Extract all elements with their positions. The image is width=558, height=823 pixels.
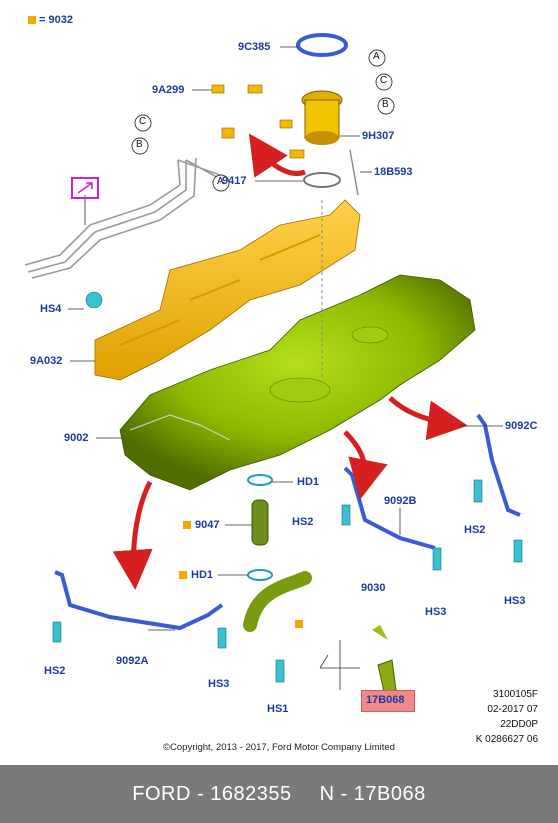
footer-part: N - 17B068: [319, 782, 426, 805]
callout-9092a: 9092A: [116, 655, 149, 667]
callout-hs2-left: HS2: [44, 665, 66, 677]
callout-hs3-left: HS3: [208, 678, 230, 690]
callout-hd1-swatch: [179, 571, 187, 579]
ref-letter-b-left: B: [136, 139, 143, 150]
doc-code-1: 3100105F: [492, 689, 538, 700]
callout-18b593: 18B593: [374, 166, 413, 178]
callout-9417: 9417: [222, 175, 247, 187]
callout-9002: 9002: [64, 432, 89, 444]
heat-shield: [94, 199, 361, 381]
parts-diagram: A C B C B A = 9032 9C385 9A299 9H307 941…: [24, 14, 538, 753]
callout-9047-swatch: [183, 521, 191, 529]
callout-hs3-mid: HS3: [425, 606, 447, 618]
fuel-sender: [211, 84, 305, 159]
fuel-lines: [24, 157, 223, 279]
callout-hs2-mid: HS2: [292, 516, 314, 528]
callout-9092b: 9092B: [384, 495, 417, 507]
callout-hd1-bottom: HD1: [191, 569, 214, 581]
fuel-pump-module: [296, 33, 348, 380]
fuel-tank: [119, 274, 476, 491]
doc-code-3: 22DD0P: [500, 719, 538, 730]
ref-letter-b: B: [382, 99, 389, 110]
doc-code-2: 02-2017 07: [487, 704, 538, 715]
ref-letter-a: A: [373, 51, 380, 62]
ref-letter-c: C: [380, 75, 388, 86]
diagram-drawing: [24, 33, 523, 693]
filler-swatch: [295, 620, 303, 628]
footer-brand: FORD - 1682355: [132, 782, 292, 805]
callout-9030: 9030: [361, 582, 386, 594]
reference-circles: [131, 49, 395, 192]
callout-9a299: 9A299: [152, 84, 185, 96]
bolts: [52, 291, 523, 683]
callout-hs3-right: HS3: [504, 595, 526, 607]
callout-17b068: 17B068: [366, 694, 405, 706]
ref-letter-c-left: C: [139, 116, 147, 127]
direction-arrows: [112, 133, 468, 590]
callout-hs1: HS1: [267, 703, 289, 715]
highlighted-part-box: [361, 690, 415, 712]
callout-9092c: 9092C: [505, 420, 538, 432]
legend-label: = 9032: [39, 14, 73, 26]
legend-swatch: [28, 16, 36, 24]
leader-lines: [68, 46, 503, 690]
callout-hd1-top: HD1: [297, 476, 320, 488]
callout-9c385: 9C385: [238, 41, 271, 53]
callout-hs4: HS4: [40, 303, 62, 315]
copyright: ©Copyright, 2013 - 2017, Ford Motor Comp…: [163, 742, 395, 753]
callout-9047: 9047: [195, 519, 220, 531]
ref-letter-a-left: A: [217, 176, 224, 187]
callout-9a032: 9A032: [30, 355, 63, 367]
footer-bar: FORD - 1682355 N - 17B068: [0, 765, 558, 823]
doc-code-4: K 0286627 06: [475, 734, 538, 745]
callout-9h307: 9H307: [362, 130, 395, 142]
callout-hs2-right: HS2: [464, 524, 486, 536]
